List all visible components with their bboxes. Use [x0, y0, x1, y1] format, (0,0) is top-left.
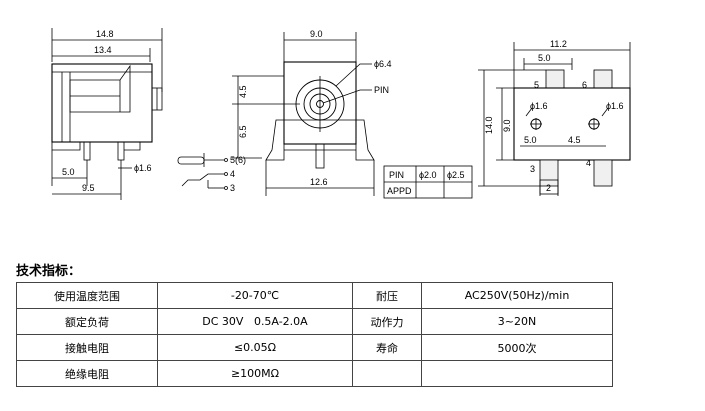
spec-label: 动作力 [352, 308, 422, 335]
pin-table-cell: ϕ2.5 [447, 170, 465, 180]
pcb-dim-hole-right: ϕ1.6 [606, 101, 624, 111]
table-row: 额定负荷 DC 30V 0.5A-2.0A 动作力 3~20N [16, 308, 613, 335]
pcb-pad-5: 5 [534, 80, 539, 90]
spec-label: 绝缘电阻 [16, 360, 158, 387]
pin-table-cell: APPD [387, 186, 412, 196]
pcb-dim-hole-spacing-a: 5.0 [524, 135, 537, 145]
technical-drawing: 14.8 13.4 5.0 ϕ1.6 9.5 [51, 28, 631, 200]
spec-value: -20-70℃ [157, 282, 353, 309]
side-dim-hole: ϕ1.6 [134, 163, 152, 173]
pcb-pad-3: 3 [530, 164, 535, 174]
pin-table: PIN ϕ2.0 ϕ2.5 APPD [383, 165, 473, 199]
front-dim-lower: 6.5 [238, 125, 248, 138]
spec-value [421, 360, 613, 387]
spec-label: 寿命 [352, 334, 422, 361]
table-row: 接触电阻 ≤0.05Ω 寿命 5000次 [16, 334, 613, 361]
side-dim-bottom-a: 5.0 [62, 167, 75, 177]
pcb-dim-total-width: 11.2 [550, 39, 567, 49]
spec-value: ≤0.05Ω [157, 334, 353, 361]
spec-label: 接触电阻 [16, 334, 158, 361]
pcb-layout: 11.2 5.0 5 6 ϕ1.6 ϕ1.6 5.0 4.5 14.0 [478, 39, 631, 196]
pcb-dim-pad-width: 2 [546, 183, 551, 193]
side-dim-bottom-b: 9.5 [82, 183, 95, 193]
side-dim-body: 13.4 [94, 45, 112, 55]
spec-value: ≥100MΩ [157, 360, 353, 387]
spec-value: 3~20N [421, 308, 613, 335]
spec-value: DC 30V 0.5A-2.0A [157, 308, 353, 335]
pin-symbol: 5(6) 4 3 [177, 153, 246, 193]
pin-label-bot: 3 [230, 183, 235, 193]
pcb-dim-hole-left: ϕ1.6 [530, 101, 548, 111]
pin-table-cell: PIN [389, 170, 404, 180]
spec-value: AC250V(50Hz)/min [421, 282, 613, 309]
pcb-dim-height: 14.0 [484, 116, 494, 134]
pcb-dim-inner-height: 9.0 [502, 119, 512, 132]
front-view: 9.0 4.5 6.5 ϕ6.4 PIN 12.6 [232, 29, 392, 196]
specs-title: 技术指标： [16, 264, 82, 279]
pcb-pad-6: 6 [582, 80, 587, 90]
spec-label: 使用温度范围 [16, 282, 158, 309]
specs-table: 使用温度范围 -20-70℃ 耐压 AC250V(50Hz)/min 额定负荷 … [16, 282, 613, 387]
front-dim-upper: 4.5 [238, 85, 248, 98]
pcb-pad-4: 4 [586, 158, 591, 168]
front-dim-hole: ϕ6.4 [374, 59, 392, 69]
spec-label: 耐压 [352, 282, 422, 309]
table-row: 绝缘电阻 ≥100MΩ [16, 360, 613, 387]
side-view: 14.8 13.4 5.0 ϕ1.6 9.5 [51, 28, 163, 200]
front-label-pin: PIN [374, 85, 389, 95]
pcb-dim-upper-gap: 5.0 [538, 53, 551, 63]
pin-table-cell: ϕ2.0 [419, 170, 437, 180]
table-row: 使用温度范围 -20-70℃ 耐压 AC250V(50Hz)/min [16, 282, 613, 309]
spec-value: 5000次 [421, 334, 613, 361]
spec-label: 额定负荷 [16, 308, 158, 335]
front-dim-base: 12.6 [310, 177, 328, 187]
pin-label-mid: 4 [230, 169, 235, 179]
front-dim-width: 9.0 [310, 29, 323, 39]
spec-label [352, 360, 422, 387]
pcb-dim-hole-spacing-b: 4.5 [568, 135, 581, 145]
side-dim-total: 14.8 [96, 29, 114, 39]
pin-label-top: 5(6) [230, 155, 246, 165]
